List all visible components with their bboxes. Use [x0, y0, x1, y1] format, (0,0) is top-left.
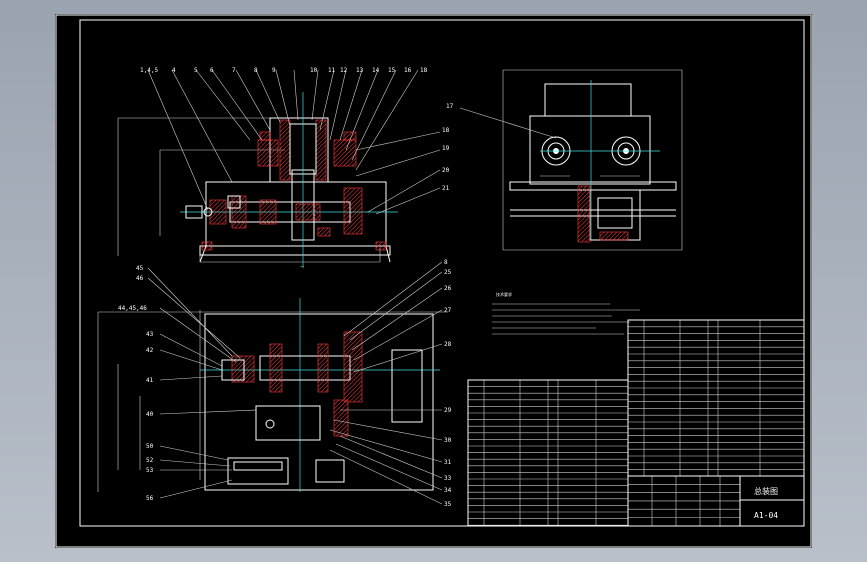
label-44-45-46: 44,45,46: [118, 305, 147, 312]
label-8-plan: 8: [444, 259, 448, 266]
technical-notes: 技术要求: [492, 291, 640, 335]
dim-width-top: —: [300, 264, 304, 269]
label-46-top: 46: [136, 275, 144, 282]
outer-frame: [55, 14, 812, 548]
label-28: 28: [444, 341, 452, 348]
label-18: 18: [420, 67, 428, 74]
bill-of-materials: [468, 319, 804, 527]
label-6: 6: [210, 67, 214, 74]
label-33: 33: [444, 475, 452, 482]
label-11: 11: [328, 67, 336, 74]
label-15: 15: [388, 67, 396, 74]
label-34: 34: [444, 487, 452, 494]
label-31: 31: [444, 459, 452, 466]
label-12: 12: [340, 67, 348, 74]
drawing-number: A1-04: [754, 511, 778, 520]
side-view: 17: [446, 69, 683, 251]
label-25: 25: [444, 269, 452, 276]
label-50: 50: [146, 443, 154, 450]
plan-view-labels: 45 46 44,45,46 43 42 41 40 50 52 53 56 8…: [118, 259, 452, 508]
label-42: 42: [146, 347, 154, 354]
label-53: 53: [146, 467, 154, 474]
label-9: 9: [272, 67, 276, 74]
label-1-4-5: 1,4,5: [140, 67, 158, 74]
label-7: 7: [232, 67, 236, 74]
label-29: 29: [444, 407, 452, 414]
label-56: 56: [146, 495, 154, 502]
label-43: 43: [146, 331, 154, 338]
label-18-right: 18: [442, 127, 450, 134]
label-17: 17: [446, 103, 454, 110]
label-19: 19: [442, 145, 450, 152]
label-14: 14: [372, 67, 380, 74]
label-35: 35: [444, 501, 452, 508]
label-40: 40: [146, 411, 154, 418]
label-21: 21: [442, 185, 450, 192]
label-41: 41: [146, 377, 154, 384]
label-45-top: 45: [136, 265, 144, 272]
label-4: 4: [172, 67, 176, 74]
label-5: 5: [194, 67, 198, 74]
label-26: 26: [444, 285, 452, 292]
label-52: 52: [146, 457, 154, 464]
plan-view: [97, 261, 448, 505]
label-16: 16: [404, 67, 412, 74]
top-view-labels: 1,4,5 4 5 6 7 8 9 10 11 12 13 14 15 16 1…: [140, 67, 450, 192]
label-20: 20: [442, 167, 450, 174]
label-30: 30: [444, 437, 452, 444]
drawing-name: 总装图: [754, 486, 778, 496]
label-10: 10: [310, 67, 318, 74]
notes-title: 技术要求: [496, 291, 512, 297]
label-13: 13: [356, 67, 364, 74]
label-27: 27: [444, 307, 452, 314]
label-8: 8: [254, 67, 258, 74]
title-block: 总装图 A1-04: [467, 319, 805, 527]
front-section-view: —: [117, 69, 441, 269]
inner-frame: [79, 19, 805, 527]
